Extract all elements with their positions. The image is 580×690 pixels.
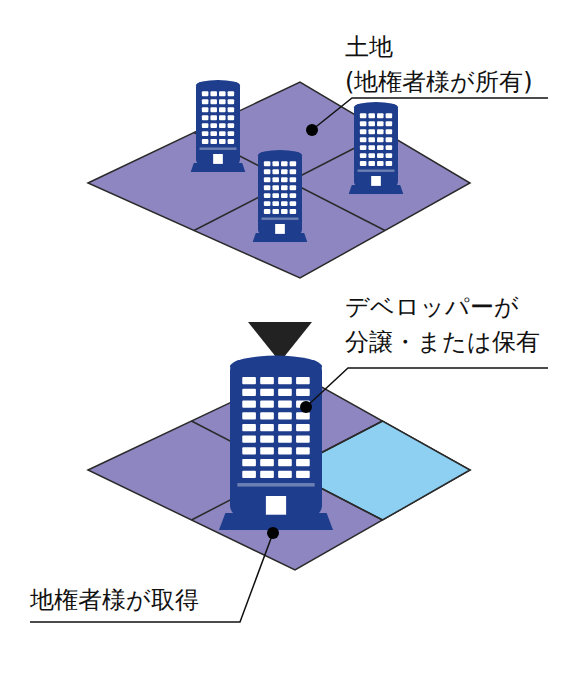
leader-lines [30, 98, 548, 622]
building-icon [219, 356, 333, 530]
callout-label: 土地 (地権者様が所有) [345, 30, 575, 100]
building-icon [191, 80, 246, 172]
callout-label: 地権者様が取得 [30, 583, 260, 618]
building-icon [253, 150, 308, 242]
callout-label: デベロッパーが 分譲・または保有 [345, 290, 575, 360]
building-icon [349, 102, 404, 194]
land-plot [88, 82, 470, 278]
land-plot [88, 372, 470, 570]
